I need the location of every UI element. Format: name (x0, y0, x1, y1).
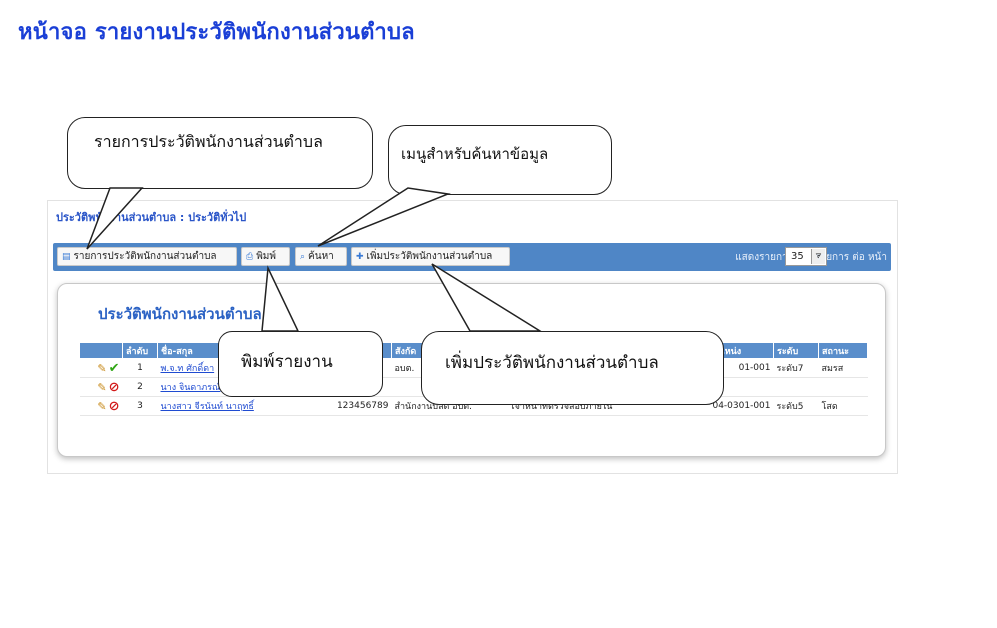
show-label: แสดงรายการ (735, 252, 793, 263)
check-icon[interactable]: ✔ (108, 360, 120, 376)
row-actions: ✎⊘ (79, 377, 123, 397)
employee-table: ลำดับ ชื่อ-สกุล สังกัด ตำแหน่ง ระดับ สถา… (79, 342, 868, 416)
row-status: สมรส (818, 358, 868, 378)
search-button-label: ค้นหา (308, 251, 334, 262)
search-button[interactable]: ⌕ค้นหา (295, 247, 347, 266)
per-page-label: รายการ ต่อ หน้า (815, 252, 887, 263)
list-button[interactable]: ▤รายการประวัติพนักงานส่วนตำบล (57, 247, 237, 266)
add-button[interactable]: ✚เพิ่มประวัติพนักงานส่วนตำบล (351, 247, 510, 266)
callout-print-pointer (261, 265, 300, 332)
row-order: 1 (122, 358, 158, 378)
section-title: ประวัติพนักงานส่วนตำบล (98, 305, 262, 323)
page-size-value: 35 (791, 251, 804, 262)
employee-link[interactable]: นางสาว จีรนันท์ นาฤทธิ์ (160, 402, 254, 412)
employee-link[interactable]: นาง จินดาภรณ์ (160, 383, 221, 393)
callout-add-pointer (431, 263, 543, 332)
edit-icon[interactable]: ✎ (97, 399, 107, 413)
page-title: หน้าจอ รายงานประวัติพนักงานส่วนตำบล (18, 20, 415, 45)
prohibited-icon[interactable]: ⊘ (108, 398, 120, 414)
callout-add-record: เพิ่มประวัติพนักงานส่วนตำบล (421, 331, 724, 405)
col-actions (79, 342, 123, 359)
callout-list-pointer (86, 187, 144, 250)
row-order: 2 (122, 377, 158, 397)
callout-search-pointer (317, 187, 451, 247)
callout-search-menu: เมนูสำหรับค้นหาข้อมูล (388, 125, 612, 195)
document-icon: ▤ (62, 252, 71, 262)
col-order: ลำดับ (122, 342, 158, 359)
row-order: 3 (122, 396, 158, 416)
edit-icon[interactable]: ✎ (97, 380, 107, 394)
row-actions: ✎✔ (79, 358, 123, 378)
add-button-label: เพิ่มประวัติพนักงานส่วนตำบล (366, 251, 493, 262)
page-size-select[interactable]: 35 ▼ (785, 247, 827, 266)
magnifier-icon: ⌕ (300, 252, 306, 262)
row-actions: ✎⊘ (79, 396, 123, 416)
toolbar: ▤รายการประวัติพนักงานส่วนตำบล ⎙พิมพ์ ⌕ค้… (53, 243, 891, 271)
edit-icon[interactable]: ✎ (97, 361, 107, 375)
callout-print-report: พิมพ์รายงาน (218, 331, 383, 397)
callout-list: รายการประวัติพนักงานส่วนตำบล (67, 117, 373, 189)
list-button-label: รายการประวัติพนักงานส่วนตำบล (73, 251, 217, 262)
row-status: โสด (818, 396, 868, 416)
col-status: สถานะ (818, 342, 868, 359)
employee-card: ประวัติพนักงานส่วนตำบล ลำดับ ชื่อ-สกุล ส… (57, 283, 886, 457)
employee-link[interactable]: พ.จ.ท ศักดิ์ดา (160, 364, 215, 374)
print-button-label: พิมพ์ (256, 251, 276, 262)
row-level: ระดับ7 (773, 358, 819, 378)
chevron-down-icon: ▼ (811, 249, 825, 264)
printer-icon: ⎙ (246, 252, 254, 262)
row-level (773, 377, 819, 397)
row-code: 04-0301-001 (704, 396, 774, 416)
row-id: 123456789 (304, 396, 392, 416)
row-name[interactable]: นางสาว จีรนันท์ นาฤทธิ์ (157, 396, 305, 416)
prohibited-icon[interactable]: ⊘ (108, 379, 120, 395)
col-level: ระดับ (773, 342, 819, 359)
row-level: ระดับ5 (773, 396, 819, 416)
add-document-icon: ✚ (356, 252, 364, 262)
print-button[interactable]: ⎙พิมพ์ (241, 247, 290, 266)
row-status (818, 377, 868, 397)
